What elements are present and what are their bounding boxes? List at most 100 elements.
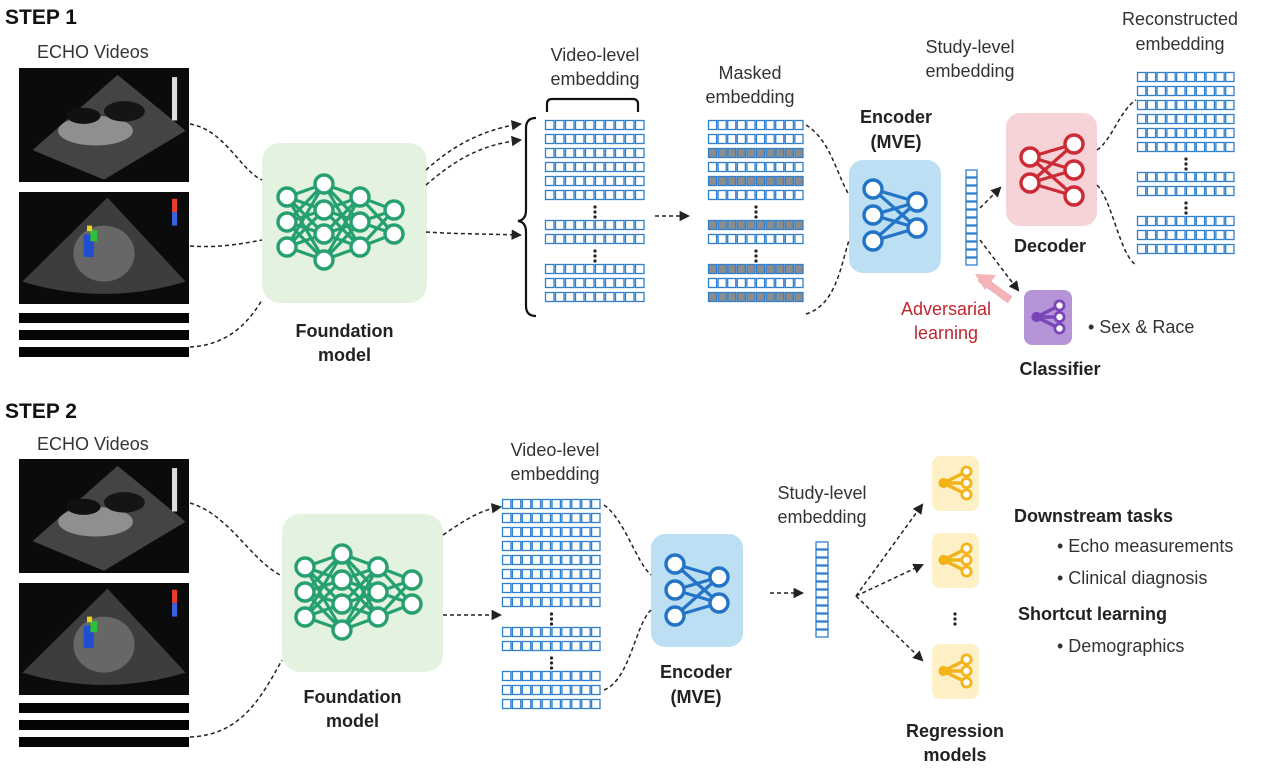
embedding-cell [784,119,795,131]
embedding-cell [784,277,795,289]
embedding-cell [717,233,727,245]
embedding-cell [1176,85,1186,97]
embedding-cell [551,498,562,510]
embedding-cell [574,133,585,145]
embedding-cell [1215,215,1225,227]
net-node [1063,159,1085,181]
ellipsis-dot [593,249,597,253]
embedding-cell [707,119,718,131]
net-node [313,173,335,195]
embedding-cell [590,512,601,524]
embedding-cell [1195,229,1206,241]
net-node [401,569,423,591]
embedding-cell [1136,243,1147,255]
embedding-cell [1146,127,1157,139]
embedding-cell [765,291,775,303]
embedding-cell [551,684,562,696]
embedding-cell [571,596,581,608]
embedding-cell [614,233,625,245]
embedding-cell [1205,141,1216,153]
embedding-cell [614,291,625,303]
video-strip [19,313,189,323]
embedding-cell [594,133,605,145]
embedding-cell [554,291,565,303]
embedding-cell [554,219,565,231]
step1-video-embedding-stack [544,119,645,303]
embedding-cell [755,119,766,131]
ellipsis-dot [593,210,597,214]
ellipsis-dot [549,622,554,626]
embedding-cell [1156,127,1167,139]
embedding-cell [581,698,591,710]
embedding-cell [736,161,747,173]
embedding-cell [571,698,581,710]
step2-foundation-label-1: Foundation [303,687,402,707]
ellipsis-dot [593,205,597,209]
embedding-cell [561,526,571,538]
step2-encoder-net-icon [664,553,730,627]
embedding-cell [1166,171,1176,183]
embedding-cell [717,189,727,201]
ellipsis-dot [549,666,554,670]
embedding-cell [727,189,737,201]
embedding-cell [1205,229,1216,241]
embedding-cell [794,277,804,289]
embedding-row [544,147,645,159]
embedding-cell [746,263,756,275]
embedding-cell [581,684,591,696]
embedding-cell [784,263,795,275]
embedding-cell [574,291,585,303]
net-node [960,665,973,677]
embedding-cell [521,640,532,652]
embedding-cell [554,133,565,145]
embedding-cell [815,613,829,622]
embedding-row [1136,243,1235,255]
embedding-cell [775,277,785,289]
net-node [1019,172,1041,194]
net-node [276,236,298,258]
embedding-cell [1176,215,1186,227]
step2-study-embedding-label-2: embedding [777,507,867,527]
embedding-cell [544,291,555,303]
embedding-row [501,698,601,710]
embedding-cell [511,670,522,682]
embedding-cell [521,626,532,638]
embedding-cell [1205,99,1216,111]
embedding-cell [511,582,522,594]
net-node [906,217,928,239]
embedding-cell [1225,127,1235,139]
step1-encoder-label-1: Encoder [859,107,933,127]
embedding-cell [1215,71,1225,83]
embedding-cell [541,698,552,710]
embedding-cell [581,568,591,580]
embedding-row [544,161,645,173]
doppler-blue [83,234,94,257]
embedding-cell [571,540,581,552]
embedding-cell [531,670,542,682]
ellipsis-dot [1184,201,1188,205]
step2-video-embedding-label-1: Video-level [510,440,600,460]
embedding-cell [564,277,575,289]
tissue-echo [73,616,135,673]
embedding-row [501,596,601,608]
embedding-cell [1225,215,1235,227]
embedding-cell [521,512,532,524]
gray-scale-bar [172,468,178,512]
embedding-cell [501,568,512,580]
ellipsis-dot [953,622,957,626]
net-node [313,223,335,245]
embedding-row [501,540,601,552]
embedding-cell [581,596,591,608]
embedding-cell [634,219,645,231]
net-node [367,581,389,603]
embedding-cell [574,263,585,275]
embedding-cell [755,291,766,303]
embedding-cell [1166,141,1176,153]
embedding-cell [551,582,562,594]
embedding-cell [584,133,595,145]
embedding-cell [1215,99,1225,111]
net-node [349,236,371,258]
step1-reconstructed-label-2: embedding [1135,34,1225,54]
net-edge [322,196,362,261]
